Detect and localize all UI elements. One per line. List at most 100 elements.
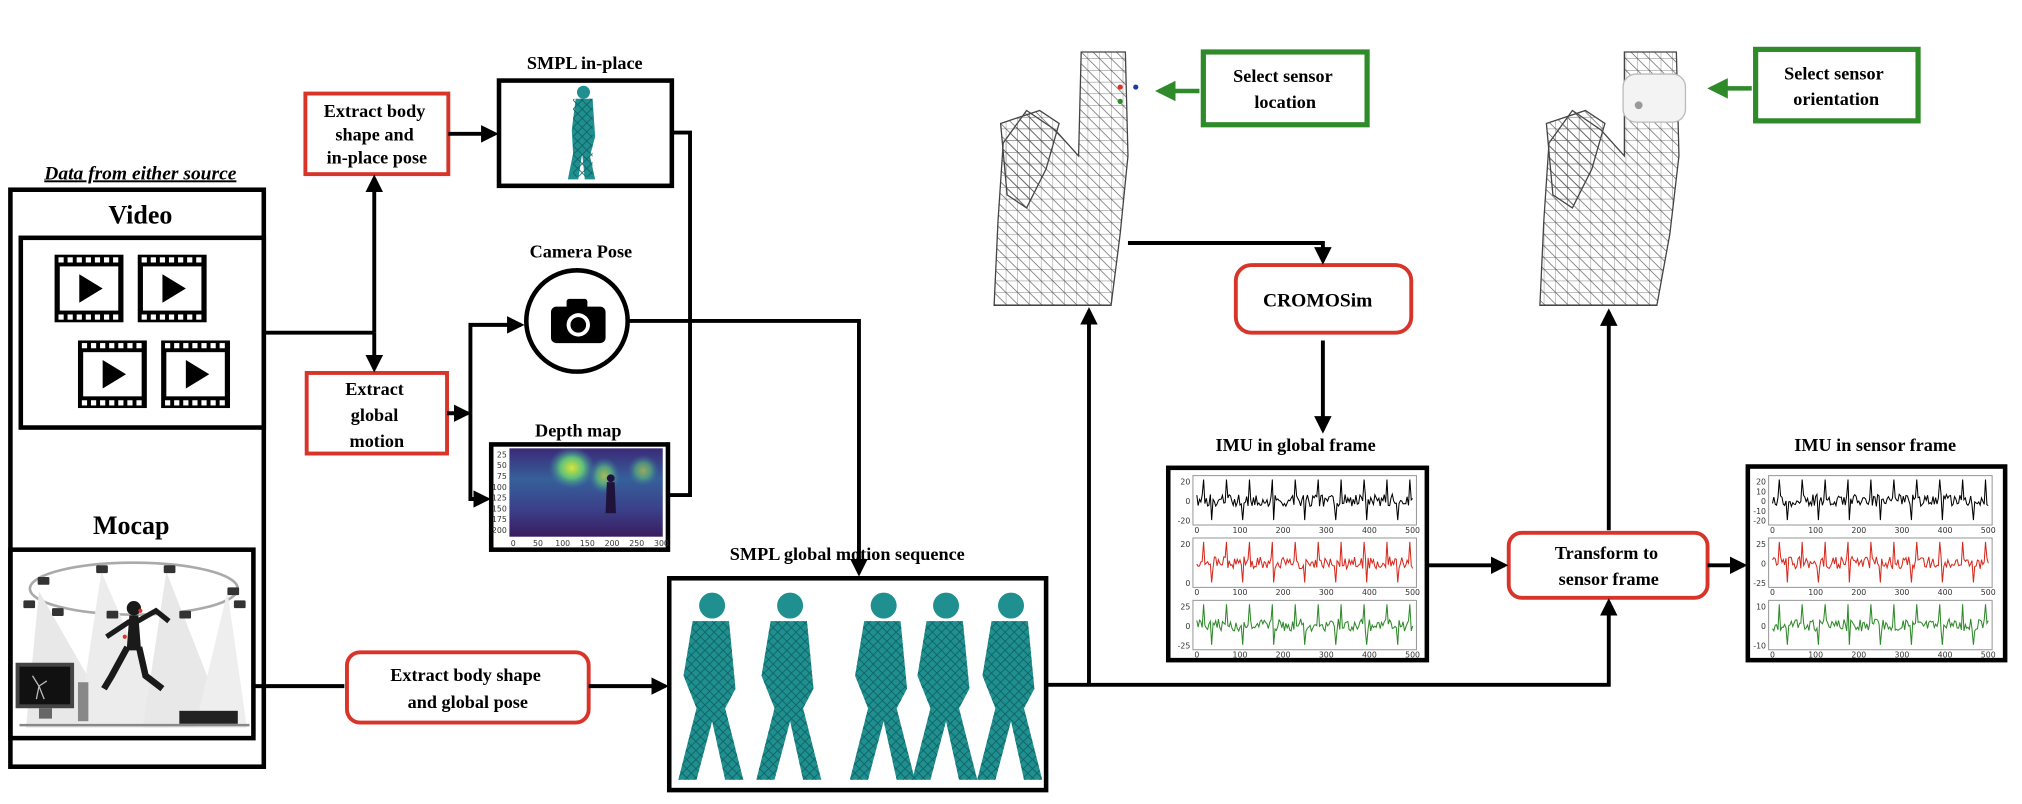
imu-x-tick: 400 — [1938, 588, 1953, 597]
imu-x-tick: 200 — [1851, 526, 1866, 535]
imu-x-tick: 300 — [1895, 526, 1910, 535]
imu-x-tick: 400 — [1362, 651, 1377, 660]
imu-x-tick: 100 — [1233, 651, 1248, 660]
select-location-box — [1200, 49, 1370, 128]
imu-x-tick: 200 — [1851, 588, 1866, 597]
imu-y-tick: 25 — [1180, 602, 1190, 611]
camera-icon — [550, 298, 606, 344]
imu-signal-line — [1196, 604, 1414, 645]
imu-x-tick: 500 — [1405, 651, 1420, 660]
smpl-inplace-figure — [567, 85, 596, 180]
depth-y-tick: 25 — [497, 450, 507, 459]
extract-global-pose-text: Extract body shape and global pose — [390, 665, 545, 712]
depth-y-tick: 200 — [492, 526, 507, 535]
walker-figure — [977, 592, 1043, 780]
imu-y-tick: 20 — [1756, 478, 1766, 487]
depth-map-label: Depth map — [535, 421, 621, 441]
imu-x-tick: 400 — [1362, 588, 1377, 597]
depth-x-tick: 200 — [605, 539, 620, 548]
video-label: Video — [108, 201, 172, 230]
imu-sensor-label: IMU in sensor frame — [1794, 435, 1956, 455]
depth-y-tick: 50 — [497, 461, 507, 470]
mocap-frame — [8, 547, 256, 741]
imu-y-tick: 25 — [1756, 540, 1766, 549]
imu-x-tick: 300 — [1895, 588, 1910, 597]
video-clip-icon — [77, 340, 147, 409]
depth-x-tick: 100 — [555, 539, 570, 548]
select-location-text: Select sensor location — [1233, 66, 1337, 112]
imu-x-tick: 100 — [1233, 588, 1248, 597]
mocap-label: Mocap — [93, 511, 169, 540]
imu-x-tick: 500 — [1981, 526, 1996, 535]
imu-y-tick: -10 — [1753, 641, 1766, 650]
camera-pose-label: Camera Pose — [530, 241, 633, 261]
walker-figure — [678, 592, 744, 780]
connectors — [253, 78, 1752, 695]
imu-x-tick: 0 — [1194, 526, 1199, 535]
mocap-studio-image — [15, 561, 250, 728]
imu-x-tick: 300 — [1319, 651, 1334, 660]
cromosim-label: CROMOSim — [1263, 291, 1372, 312]
imu-x-tick: 500 — [1981, 588, 1996, 597]
depth-y-tick: 125 — [492, 494, 507, 503]
walker-figure — [849, 592, 915, 780]
imu-y-tick: 0 — [1761, 497, 1766, 506]
video-icons — [54, 254, 231, 409]
imu-x-tick: 100 — [1808, 526, 1823, 535]
imu-y-tick: 0 — [1761, 622, 1766, 631]
walker-figure — [912, 592, 978, 780]
imu-y-tick: -25 — [1753, 579, 1766, 588]
imu-x-tick: 400 — [1362, 526, 1377, 535]
imu-x-tick: 400 — [1938, 651, 1953, 660]
sensor-device — [1622, 73, 1687, 123]
imu-x-tick: 0 — [1194, 651, 1199, 660]
imu-x-tick: 0 — [1770, 651, 1775, 660]
smpl-global-label: SMPL global motion sequence — [730, 544, 965, 564]
depth-x-tick: 300 — [654, 539, 669, 548]
depth-y-tick: 150 — [492, 504, 507, 513]
imu-x-tick: 100 — [1808, 651, 1823, 660]
imu-x-tick: 300 — [1319, 526, 1334, 535]
depth-x-tick: 0 — [511, 539, 516, 548]
imu-x-tick: 0 — [1770, 526, 1775, 535]
extract-inplace-box — [303, 91, 451, 177]
arm-mesh-location — [993, 51, 1139, 307]
depth-x-tick: 50 — [533, 539, 543, 548]
arrow-to-transform — [1046, 598, 1618, 687]
imu-y-tick: 10 — [1756, 602, 1766, 611]
imu-y-tick: 20 — [1180, 478, 1190, 487]
video-frame — [18, 235, 267, 430]
imu-x-tick: 400 — [1938, 526, 1953, 535]
imu-x-tick: 200 — [1851, 651, 1866, 660]
source-frame — [8, 187, 267, 769]
imu-x-tick: 500 — [1405, 588, 1420, 597]
depth-y-tick: 75 — [497, 472, 507, 481]
imu-global-frame — [1165, 465, 1430, 663]
depth-map-image — [509, 447, 663, 537]
select-orientation-text: Select sensor orientation — [1784, 63, 1888, 109]
imu-y-tick: -10 — [1753, 507, 1766, 516]
imu-y-tick: 0 — [1185, 497, 1190, 506]
arrow-to-depth — [468, 413, 491, 508]
extract-global-motion-text: Extract global motion — [345, 379, 408, 451]
imu-x-tick: 0 — [1770, 588, 1775, 597]
imu-y-tick: -20 — [1178, 517, 1191, 526]
imu-signal-line — [1772, 541, 1989, 583]
imu-x-tick: 200 — [1276, 588, 1291, 597]
depth-x-tick: 250 — [629, 539, 644, 548]
imu-y-tick: 20 — [1180, 540, 1190, 549]
extract-inplace-text: Extract body shape and in-place pose — [324, 101, 430, 168]
imu-x-tick: 200 — [1276, 651, 1291, 660]
imu-y-tick: 0 — [1185, 579, 1190, 588]
transform-text: Transform to sensor frame — [1555, 543, 1663, 589]
inplace-to-merge — [667, 130, 692, 498]
cromosim-box — [1233, 263, 1414, 335]
